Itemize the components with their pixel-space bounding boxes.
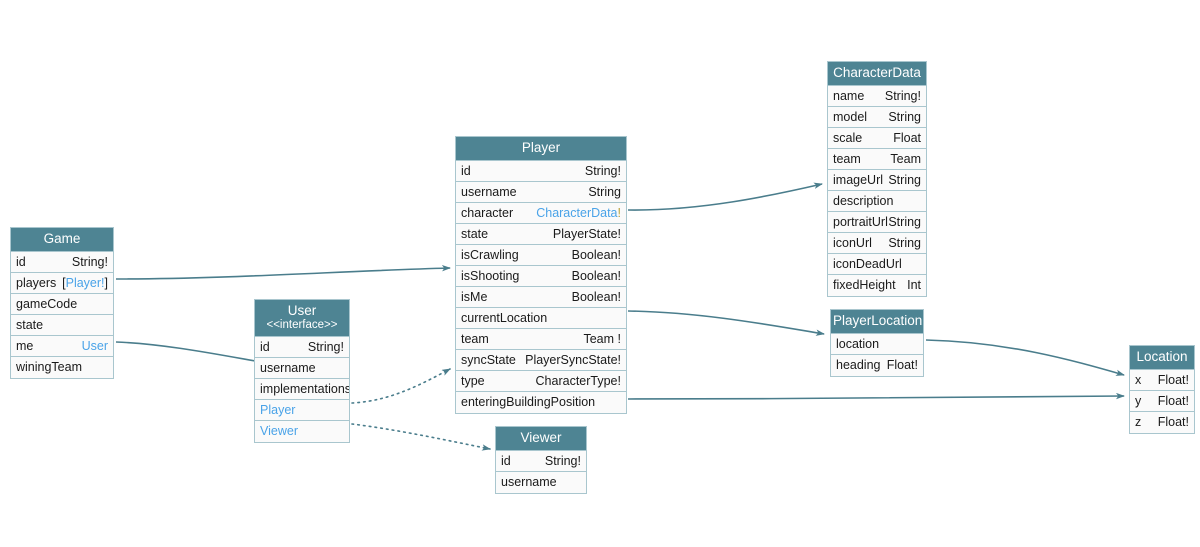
entity-player-field-enteringBuildingPosition[interactable]: enteringBuildingPositionLocation xyxy=(461,395,596,409)
entity-playerlocation-title: PlayerLocation xyxy=(831,310,923,334)
entity-game-field-players[interactable]: players[Player!] xyxy=(11,273,113,294)
entity-game[interactable]: GameidString!players[Player!]gameCodeStr… xyxy=(10,227,114,379)
entity-user[interactable]: User<<interface>>idString!usernameString… xyxy=(254,299,350,443)
entity-game-field-state[interactable]: stateGameState! xyxy=(11,315,113,336)
edge-playerlocation-location-to-location xyxy=(925,339,1125,376)
entity-characterdata-field-iconDeadUrl[interactable]: iconDeadUrlString xyxy=(828,254,926,275)
entity-characterdata-title: CharacterData xyxy=(828,62,926,86)
entity-game-title: Game xyxy=(11,228,113,252)
entity-characterdata-field-description[interactable]: descriptionString xyxy=(828,191,926,212)
entity-user-stereotype: <<interface>> xyxy=(266,319,338,331)
entity-game-field-gameCode[interactable]: gameCodeString! xyxy=(11,294,113,315)
edge-player-character-to-characterdata xyxy=(627,182,823,211)
entity-user-impl-viewer[interactable]: Viewer xyxy=(260,424,298,438)
entity-user-section-implementations: implementations xyxy=(255,379,349,400)
edge-game-players-to-player xyxy=(115,265,451,280)
entity-player-field-currentLocation[interactable]: currentLocationPlayerLocation! xyxy=(456,308,626,329)
entity-player-title: Player xyxy=(456,137,626,161)
entity-game-field-winingTeam[interactable]: winingTeamTeam xyxy=(16,360,83,374)
entity-user-impl-player[interactable]: Player xyxy=(255,400,349,421)
entity-viewer-title: Viewer xyxy=(496,427,586,451)
edge-user-viewer-impl xyxy=(351,423,491,451)
entity-location-title: Location xyxy=(1130,346,1194,370)
edge-user-player-impl xyxy=(351,368,451,404)
entity-user-title: User<<interface>> xyxy=(255,300,349,337)
entity-playerlocation[interactable]: PlayerLocationlocationLocation! headingFl… xyxy=(830,309,924,377)
entity-playerlocation-field-location[interactable]: locationLocation! xyxy=(831,334,923,355)
edge-player-enteringbuildingposition-to-location xyxy=(627,392,1125,400)
edge-player-currentlocation-to-playerlocation xyxy=(627,310,825,336)
